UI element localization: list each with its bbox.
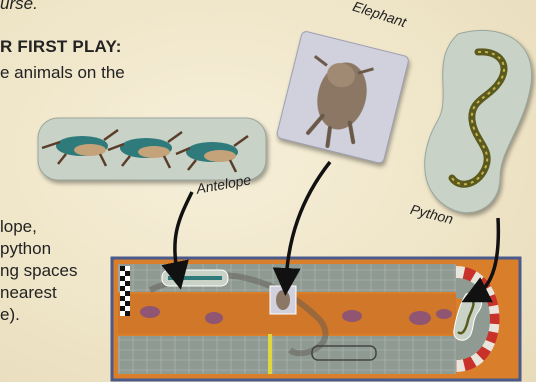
start-line — [120, 266, 130, 316]
antelope-tile — [38, 118, 266, 180]
game-board — [112, 258, 520, 380]
board-antelope-token — [162, 270, 228, 286]
python-tile — [425, 30, 532, 212]
board-elephant-token — [270, 286, 296, 314]
elephant-tile — [276, 31, 409, 164]
